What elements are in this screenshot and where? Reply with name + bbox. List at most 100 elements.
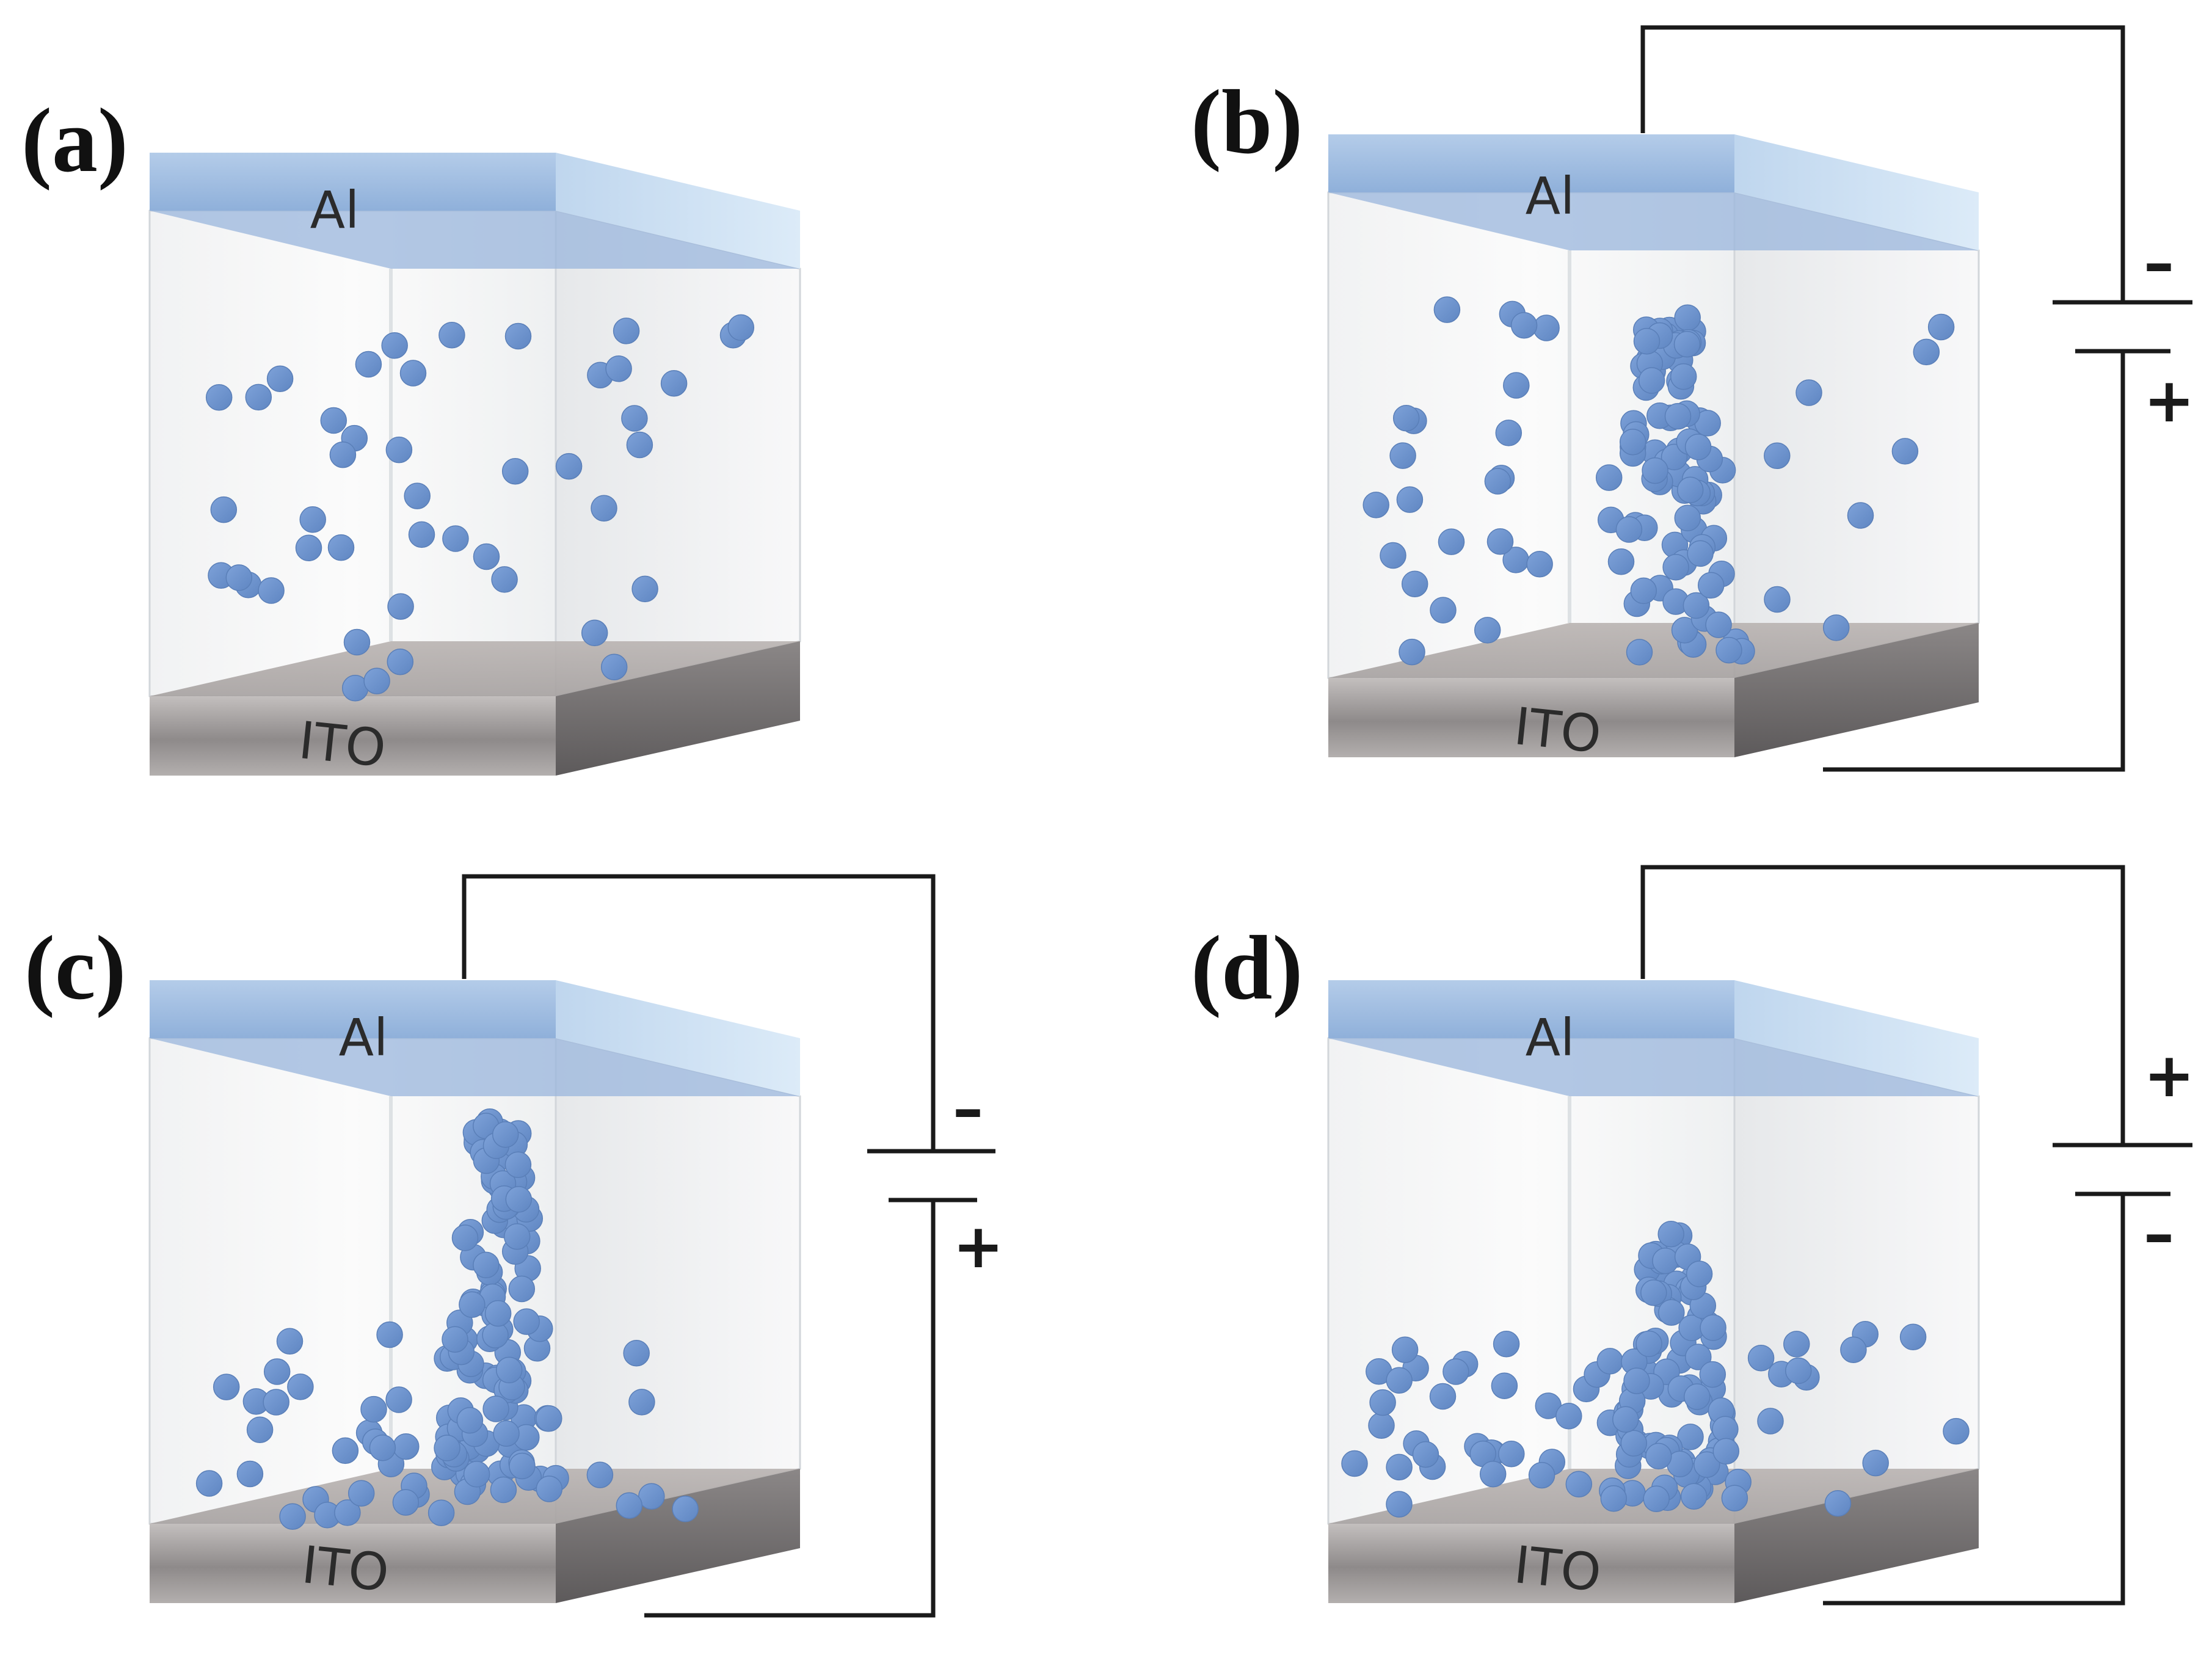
particle (1683, 592, 1710, 619)
particle (1822, 614, 1850, 641)
particle (1396, 486, 1424, 513)
particle (329, 441, 357, 468)
particle (1619, 428, 1646, 456)
particle (1595, 464, 1623, 491)
particle (504, 322, 532, 350)
particle (586, 1461, 614, 1488)
particle (459, 1291, 486, 1318)
particle (508, 1275, 536, 1303)
ito-front-face (150, 696, 556, 776)
particle (1607, 548, 1635, 575)
al-underside (1328, 1038, 1979, 1096)
particle (1438, 528, 1465, 555)
particle (536, 1475, 563, 1502)
particle (1664, 402, 1692, 430)
particle (1645, 1442, 1672, 1470)
particle (1927, 313, 1955, 341)
ito-side-face (1734, 623, 1979, 757)
particle (1640, 1279, 1667, 1306)
particle (1652, 1247, 1679, 1275)
particle (385, 1386, 412, 1413)
top-electrode-label: Al (310, 180, 360, 240)
particle (1699, 1361, 1726, 1388)
ito-top-face (150, 641, 800, 696)
particle (427, 1499, 455, 1526)
panel-label: (d) (1191, 917, 1303, 1019)
particle (334, 1499, 361, 1526)
particle (1620, 1430, 1648, 1457)
particle (1341, 1450, 1368, 1477)
particle (1785, 1357, 1812, 1384)
al-front-face (150, 153, 556, 211)
panel-label: (a) (21, 90, 128, 191)
top-electrode-label: Al (1526, 1008, 1575, 1068)
particle (263, 1389, 289, 1416)
particle (660, 369, 688, 397)
circuit (462, 874, 995, 1618)
al-side-face (1734, 134, 1979, 250)
particle (299, 506, 326, 533)
circuit (1640, 25, 2192, 772)
particle (399, 360, 427, 387)
particle (236, 1460, 264, 1488)
wire-bottom (1823, 351, 2125, 772)
particle (1764, 442, 1791, 470)
particle (332, 1437, 359, 1464)
particle (491, 566, 518, 593)
ito-top-face (1328, 623, 1979, 678)
particle (638, 1483, 665, 1510)
particle (1555, 1403, 1582, 1430)
al-front-face (150, 980, 556, 1038)
particle (1503, 372, 1530, 399)
particle (504, 1151, 532, 1178)
particle (1399, 638, 1425, 666)
particle (355, 351, 382, 378)
particle (245, 384, 272, 411)
particle (392, 1489, 420, 1516)
particle (295, 534, 322, 562)
particle (1429, 1383, 1457, 1410)
particle (442, 525, 469, 552)
particle (1633, 327, 1661, 355)
bottom-electrode-label: ITO (1512, 1535, 1604, 1603)
particle (616, 1492, 643, 1519)
particle (1715, 636, 1742, 664)
particle (1392, 404, 1420, 432)
particle (1615, 516, 1643, 543)
particle (484, 1300, 512, 1327)
particle (626, 431, 653, 459)
particle (385, 436, 413, 464)
particle (1847, 502, 1874, 529)
particle (320, 407, 347, 434)
particle (555, 453, 583, 480)
particle (387, 648, 414, 675)
particle (509, 1452, 536, 1480)
particle (473, 543, 500, 570)
particle-group (1362, 296, 1955, 666)
particle (463, 1461, 490, 1488)
wire-top (1640, 865, 2125, 1145)
particle (1662, 554, 1689, 581)
particle (1630, 577, 1657, 605)
wire-bottom (1823, 1194, 2125, 1606)
particle (263, 1358, 291, 1385)
particle (369, 1434, 396, 1461)
particle (1757, 1408, 1784, 1435)
particle (1386, 1491, 1413, 1518)
particle (1362, 492, 1389, 518)
particle (1642, 457, 1668, 484)
particle (1484, 468, 1512, 495)
source-sign-top: – (2144, 227, 2174, 299)
particle (1694, 1451, 1720, 1478)
particle (327, 534, 355, 561)
particle (513, 1308, 540, 1335)
particle (1389, 442, 1416, 469)
particle (1638, 367, 1665, 394)
particle (279, 1503, 306, 1530)
particle (1824, 1490, 1852, 1517)
ito-front-face (1328, 678, 1734, 757)
particle (505, 1186, 533, 1213)
particle (1657, 1221, 1684, 1248)
particle (1369, 1389, 1396, 1416)
particle (1526, 551, 1553, 578)
